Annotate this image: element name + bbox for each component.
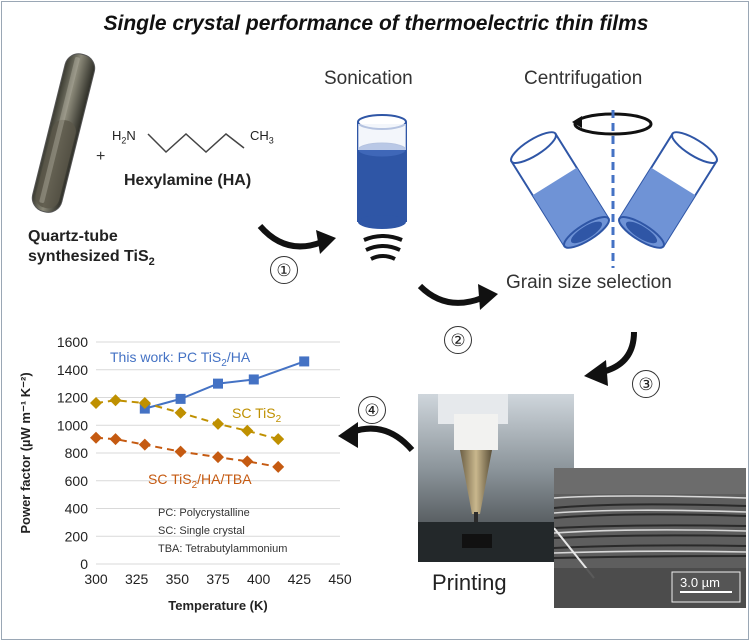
step4-number: ④ bbox=[358, 396, 386, 424]
arrow-step3-icon bbox=[584, 331, 637, 386]
data-point bbox=[109, 394, 122, 407]
data-point bbox=[248, 374, 259, 385]
y-tick-label: 200 bbox=[65, 528, 89, 544]
x-tick-label: 425 bbox=[288, 571, 312, 587]
hexylamine-structure bbox=[147, 132, 245, 154]
note-sc: SC: Single crystal bbox=[158, 525, 245, 537]
quartz-tube-photo bbox=[31, 53, 96, 213]
y-tick-label: 1600 bbox=[57, 334, 88, 350]
y-tick-label: 1200 bbox=[57, 390, 88, 406]
x-tick-label: 375 bbox=[206, 571, 230, 587]
x-tick-label: 325 bbox=[125, 571, 149, 587]
data-point bbox=[174, 406, 187, 419]
x-tick-label: 400 bbox=[247, 571, 271, 587]
data-point bbox=[212, 417, 224, 430]
data-point bbox=[272, 433, 285, 446]
data-point bbox=[174, 445, 187, 458]
y-tick-label: 1000 bbox=[57, 417, 88, 433]
y-tick-label: 600 bbox=[65, 473, 89, 489]
amine-group-label: H2N bbox=[112, 128, 136, 146]
data-point bbox=[90, 431, 102, 444]
data-point bbox=[90, 397, 102, 410]
legend-sc-tis2: SC TiS2 bbox=[232, 405, 282, 425]
printing-label: Printing bbox=[432, 570, 507, 595]
series-markers bbox=[90, 356, 310, 473]
arrow-step1-icon bbox=[257, 223, 336, 254]
data-point bbox=[175, 393, 186, 404]
legend-this-work-pc: This work: PC TiS2/HA bbox=[110, 349, 251, 369]
scale-bar-label: 3.0 µm bbox=[680, 575, 721, 590]
tube-label-line2: synthesized TiS2 bbox=[28, 248, 155, 269]
x-tick-labels: 300 325 350 375 400 425 450 bbox=[84, 571, 352, 587]
data-point bbox=[299, 356, 310, 367]
ultrasound-waves-icon bbox=[363, 234, 403, 261]
grain-size-label: Grain size selection bbox=[506, 272, 672, 293]
step2-number: ② bbox=[444, 326, 472, 354]
x-tick-label: 350 bbox=[166, 571, 190, 587]
arrow-step2-icon bbox=[417, 283, 498, 310]
data-point bbox=[109, 433, 122, 446]
y-tick-label: 1400 bbox=[57, 362, 88, 378]
plus-sign: + bbox=[96, 148, 106, 165]
step1-number: ① bbox=[270, 256, 298, 284]
hexylamine-label: Hexylamine (HA) bbox=[124, 172, 252, 189]
y-axis-label: Power factor (µW m⁻¹ K⁻²) bbox=[18, 372, 33, 533]
step3-number: ③ bbox=[632, 370, 660, 398]
data-point bbox=[272, 460, 285, 473]
y-tick-label: 0 bbox=[80, 556, 88, 572]
arrow-step4-icon bbox=[338, 422, 415, 453]
y-tick-label: 400 bbox=[65, 501, 89, 517]
data-point bbox=[138, 397, 151, 410]
printing-photo bbox=[418, 394, 574, 562]
data-point bbox=[212, 451, 224, 464]
methyl-group-label: CH3 bbox=[250, 128, 274, 146]
centrifuge-tubes-diagram bbox=[510, 110, 718, 268]
sonication-label: Sonication bbox=[324, 68, 413, 89]
tube-label-line1: Quartz-tube bbox=[28, 228, 118, 245]
data-point bbox=[241, 455, 254, 468]
sonication-beaker bbox=[357, 114, 407, 229]
note-pc: PC: Polycrystalline bbox=[158, 507, 250, 519]
y-tick-labels: 0 200 400 600 800 1000 1200 1400 1600 bbox=[57, 334, 88, 572]
x-tick-label: 450 bbox=[328, 571, 352, 587]
data-point bbox=[138, 438, 151, 451]
y-tick-label: 800 bbox=[65, 445, 89, 461]
x-axis-label: Temperature (K) bbox=[168, 598, 267, 613]
sem-cross-section-image bbox=[554, 468, 746, 608]
data-point bbox=[213, 378, 223, 389]
x-tick-label: 300 bbox=[84, 571, 108, 587]
note-tba: TBA: Tetrabutylammonium bbox=[158, 543, 287, 555]
data-point bbox=[241, 424, 254, 437]
legend-sc-tis2-ha-tba: SC TiS2/HA/TBA bbox=[148, 471, 252, 491]
centrifugation-label: Centrifugation bbox=[524, 68, 643, 89]
figure-title: Single crystal performance of thermoelec… bbox=[103, 12, 649, 35]
